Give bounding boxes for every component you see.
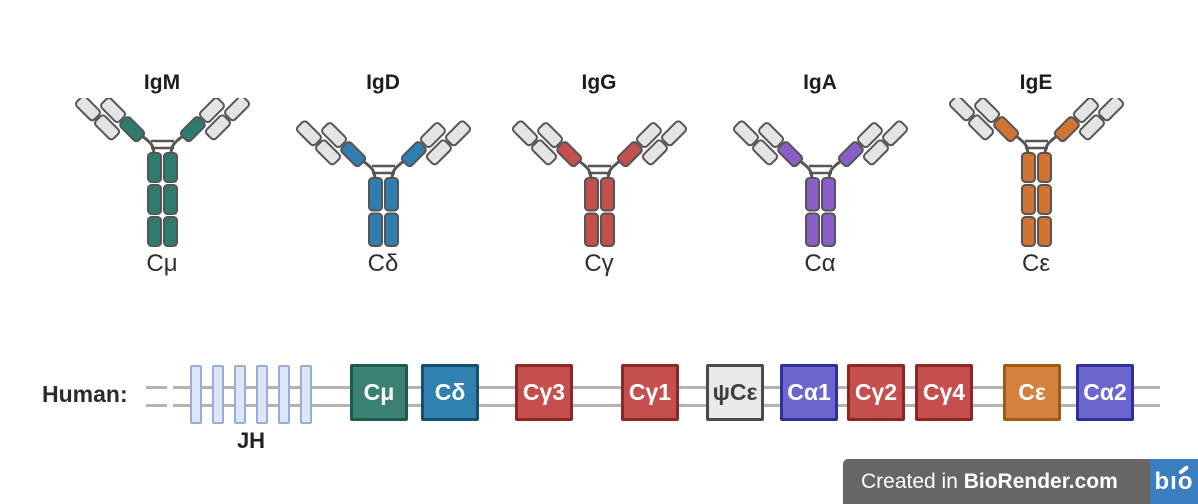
antibody-figure-iga: IgA Cα (720, 70, 920, 278)
antibody-figure-igg: IgG Cγ (499, 70, 699, 278)
watermark-bar: Created in BioRender.com bıo (843, 459, 1198, 504)
isotype-title: IgE (1019, 71, 1053, 94)
antibody-icon (74, 98, 251, 247)
isotype-title: IgD (366, 71, 400, 94)
gene-box: Cγ4 (915, 364, 973, 421)
constant-region-label: Cγ (584, 250, 614, 277)
antibody-figure-igm: IgM Cμ (62, 70, 262, 278)
biorender-logo-text: bıo (1154, 467, 1194, 495)
watermark-brand: BioRender.com (963, 469, 1118, 493)
gene-box: Cμ (350, 364, 408, 421)
gene-box: ψCε (706, 364, 764, 421)
gene-box: Cε (1003, 364, 1061, 421)
watermark-prefix: Created in (861, 469, 964, 493)
jh-segment (212, 365, 224, 424)
gene-box: Cδ (421, 364, 479, 421)
biorender-logo-icon: bıo (1150, 459, 1198, 504)
jh-label: JH (236, 428, 266, 453)
gene-box: Cγ1 (621, 364, 679, 421)
antibody-icon (732, 120, 909, 247)
gene-box: Cα2 (1076, 364, 1134, 421)
jh-segment (300, 365, 312, 424)
antibody-icon (295, 120, 472, 247)
antibody-icon (511, 120, 688, 247)
species-label: Human: (42, 381, 128, 407)
jh-segment (278, 365, 290, 424)
isotype-title: IgA (803, 71, 837, 94)
locus-break-dash-top (146, 386, 167, 389)
jh-segment (190, 365, 202, 424)
jh-segment (234, 365, 246, 424)
gene-box: Cα1 (780, 364, 838, 421)
gene-box: Cγ3 (515, 364, 573, 421)
constant-region-label: Cμ (146, 250, 178, 277)
locus-break-dash-bottom (146, 404, 167, 407)
isotype-title: IgG (581, 71, 617, 94)
gene-box: Cγ2 (847, 364, 905, 421)
antibody-icon (948, 98, 1125, 247)
isotype-title: IgM (143, 71, 181, 94)
constant-region-label: Cε (1021, 250, 1051, 277)
watermark-text: Created in BioRender.com (843, 459, 1150, 504)
jh-segment (256, 365, 268, 424)
constant-region-label: Cδ (367, 250, 399, 277)
antibody-figure-igd: IgD Cδ (283, 70, 483, 278)
constant-region-label: Cα (804, 250, 836, 277)
antibody-figure-ige: IgE Cε (936, 70, 1136, 278)
